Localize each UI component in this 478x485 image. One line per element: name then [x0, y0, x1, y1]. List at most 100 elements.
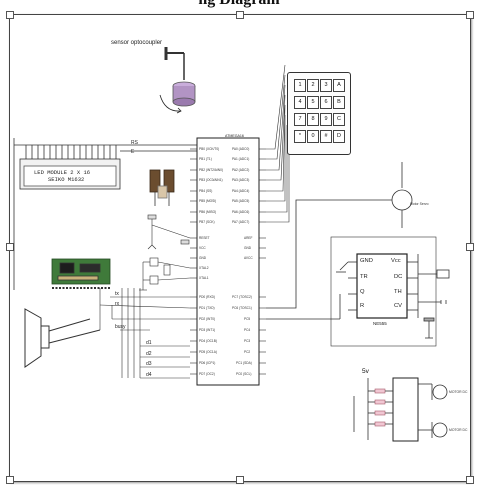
key: 6 — [320, 96, 332, 109]
isd-voice-module — [51, 258, 111, 289]
mcu-pin-label: PB4 (SS) — [199, 189, 213, 193]
key: # — [320, 130, 332, 143]
ne555-pin-dc: DC — [394, 274, 403, 280]
resize-handle[interactable] — [466, 243, 474, 251]
mcu-pin-label: PC3 — [244, 339, 251, 343]
net-label-e: E — [131, 149, 135, 155]
microcontroller — [190, 137, 266, 386]
mcu-pin-label: XTAL2 — [199, 266, 209, 270]
keypad-wires — [266, 64, 290, 223]
net-label-d3: d3 — [146, 361, 152, 367]
key: 3 — [320, 79, 332, 92]
resize-handle[interactable] — [236, 476, 244, 484]
resize-handle[interactable] — [466, 476, 474, 484]
page-title: ng Diagram — [0, 0, 478, 9]
mcu-pin-label: PC2 — [244, 350, 251, 354]
net-label-d4: d4 — [146, 372, 152, 378]
mcu-pin-label: PB2 (INT2/AIN0) — [199, 168, 223, 172]
mcu-pin-label: PC4 — [244, 328, 251, 332]
key: 4 — [294, 96, 306, 109]
net-label-tx: tx — [115, 291, 119, 297]
key: 0 — [307, 130, 319, 143]
lcd-module — [13, 138, 197, 290]
key: A — [333, 79, 345, 92]
signal-wires — [99, 288, 191, 379]
mcu-pin-label: PC6 (TOSC1) — [232, 306, 252, 310]
resize-handle[interactable] — [466, 11, 474, 19]
servo-label: Motor Servo — [410, 202, 429, 206]
ne555-pin-cv: CV — [394, 303, 403, 309]
mcu-pin-label: AVCC — [244, 256, 253, 260]
mcu-pin-label: PD7 (OC2) — [199, 372, 215, 376]
motor-driver — [353, 377, 448, 442]
mcu-pin-label: PA1 (ADC1) — [232, 157, 250, 161]
key: * — [294, 130, 306, 143]
sensor-optocoupler — [159, 47, 196, 114]
mcu-pin-label: RESET — [199, 236, 210, 240]
mcu-pin-label: PA0 (ADC0) — [232, 147, 250, 151]
key: 5 — [307, 96, 319, 109]
ne555-name: NE555 — [373, 321, 387, 326]
net-label-d2: d2 — [146, 351, 152, 357]
ir-sensor — [149, 169, 175, 206]
ne555-pin-vcc: Vcc — [391, 258, 401, 264]
mcu-name: ATMEGA16 — [225, 134, 244, 138]
resize-handle[interactable] — [6, 476, 14, 484]
resize-handle[interactable] — [236, 11, 244, 19]
mcu-pin-label: AREF — [244, 236, 253, 240]
mcu-pin-label: PD5 (OC1A) — [199, 350, 217, 354]
resize-handle[interactable] — [6, 243, 14, 251]
mcu-pin-label: PB1 (T1) — [199, 157, 212, 161]
key: C — [333, 113, 345, 126]
mcu-pin-label: PD6 (ICP1) — [199, 361, 216, 365]
ne555-pin-q: Q — [360, 289, 365, 295]
dc-motor-label: MOTOR DC — [449, 428, 468, 432]
mcu-pin-label: PA4 (ADC4) — [232, 189, 250, 193]
key: 1 — [294, 79, 306, 92]
servo-motor — [266, 162, 413, 309]
key: 8 — [307, 113, 319, 126]
net-label-rs: RS — [131, 140, 138, 146]
mcu-pin-label: PB7 (SCK) — [199, 220, 215, 224]
dc-motor-label: MOTOR DC — [449, 390, 468, 394]
mcu-pin-label: PA5 (ADC5) — [232, 199, 250, 203]
mcu-pin-label: PB5 (MOSI) — [199, 199, 217, 203]
mcu-pin-label: PC0 (SCL) — [236, 372, 252, 376]
mcu-pin-label: PB6 (MISO) — [199, 210, 217, 214]
mcu-pin-label: PD4 (OC1B) — [199, 339, 217, 343]
key: D — [333, 130, 345, 143]
sensor-label: sensor optocoupler — [111, 40, 163, 46]
mcu-pin-label: PA7 (ADC7) — [232, 220, 250, 224]
mcu-pin-label: PC5 — [244, 317, 251, 321]
lcd-text-line2: SEIKO M1632 — [48, 176, 85, 183]
mcu-pin-label: XTAL1 — [199, 276, 209, 280]
mcu-pin-label: PD3 (INT1) — [199, 328, 216, 332]
ne555-pin-th: TH — [394, 289, 402, 295]
net-label-rx: rx — [115, 301, 120, 307]
ne555-pin-tr: TR — [360, 274, 368, 280]
mcu-pin-label: VCC — [199, 246, 206, 250]
key: 9 — [320, 113, 332, 126]
mcu-pin-label: PA6 (ADC6) — [232, 210, 250, 214]
mcu-pin-label: PB3 (OC0/AIN1) — [199, 178, 223, 182]
keypad: 1 2 3 A 4 5 6 B 7 8 9 C * 0 # D — [287, 72, 351, 155]
resize-handle[interactable] — [6, 11, 14, 19]
speaker — [24, 308, 101, 368]
key: B — [333, 96, 345, 109]
mcu-pin-label: PC7 (TOSC2) — [232, 295, 252, 299]
mcu-pin-label: PD2 (INT0) — [199, 317, 216, 321]
net-label-d1: d1 — [146, 340, 152, 346]
mcu-pin-label: PD1 (TXD) — [199, 306, 215, 310]
mcu-pin-label: PC1 (SDA) — [236, 361, 252, 365]
reset-crystal-circuit — [139, 214, 191, 291]
mcu-pin-label: PD0 (RXD) — [199, 295, 215, 299]
mcu-pin-label: GND — [199, 256, 207, 260]
ne555-pin-r: R — [360, 303, 365, 309]
lcd-text-line1: LED MODULE 2 X 16 — [34, 169, 91, 176]
ne555-timer — [266, 236, 450, 347]
supply-5v-label: 5v — [362, 368, 369, 375]
key: 7 — [294, 113, 306, 126]
ne555-pin-gnd: GND — [360, 258, 373, 264]
net-label-busy: busy — [115, 324, 126, 330]
